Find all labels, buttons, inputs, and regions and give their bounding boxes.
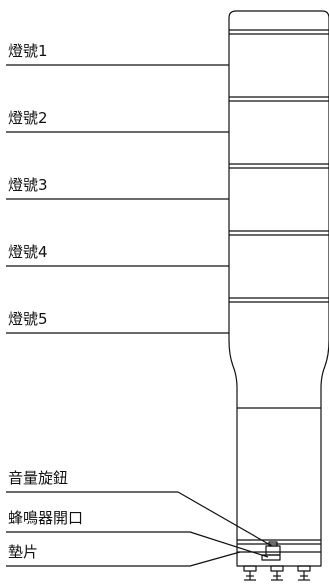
- label-buzzer-opening: 蜂鳴器開口: [8, 509, 84, 527]
- leader-gasket: [6, 551, 241, 567]
- tower-top-cap: [228, 10, 329, 30]
- light-module-outline: [228, 30, 238, 540]
- label-signal-4: 燈號4: [8, 243, 48, 261]
- leader-buzzer-opening: [6, 531, 269, 558]
- buzzer-opening-rect: [261, 554, 281, 561]
- volume-knob-body: [265, 545, 281, 556]
- label-volume-knob: 音量旋鈕: [8, 469, 69, 487]
- mounting-bolts: [243, 565, 311, 581]
- label-signal-2: 燈號2: [8, 109, 48, 127]
- light-module-outline-right: [320, 30, 329, 540]
- label-gasket: 墊片: [8, 543, 39, 561]
- label-signal-5: 燈號5: [8, 310, 48, 328]
- label-signal-3: 燈號3: [8, 176, 48, 194]
- label-signal-1: 燈號1: [8, 42, 48, 60]
- leader-volume-knob: [6, 491, 273, 547]
